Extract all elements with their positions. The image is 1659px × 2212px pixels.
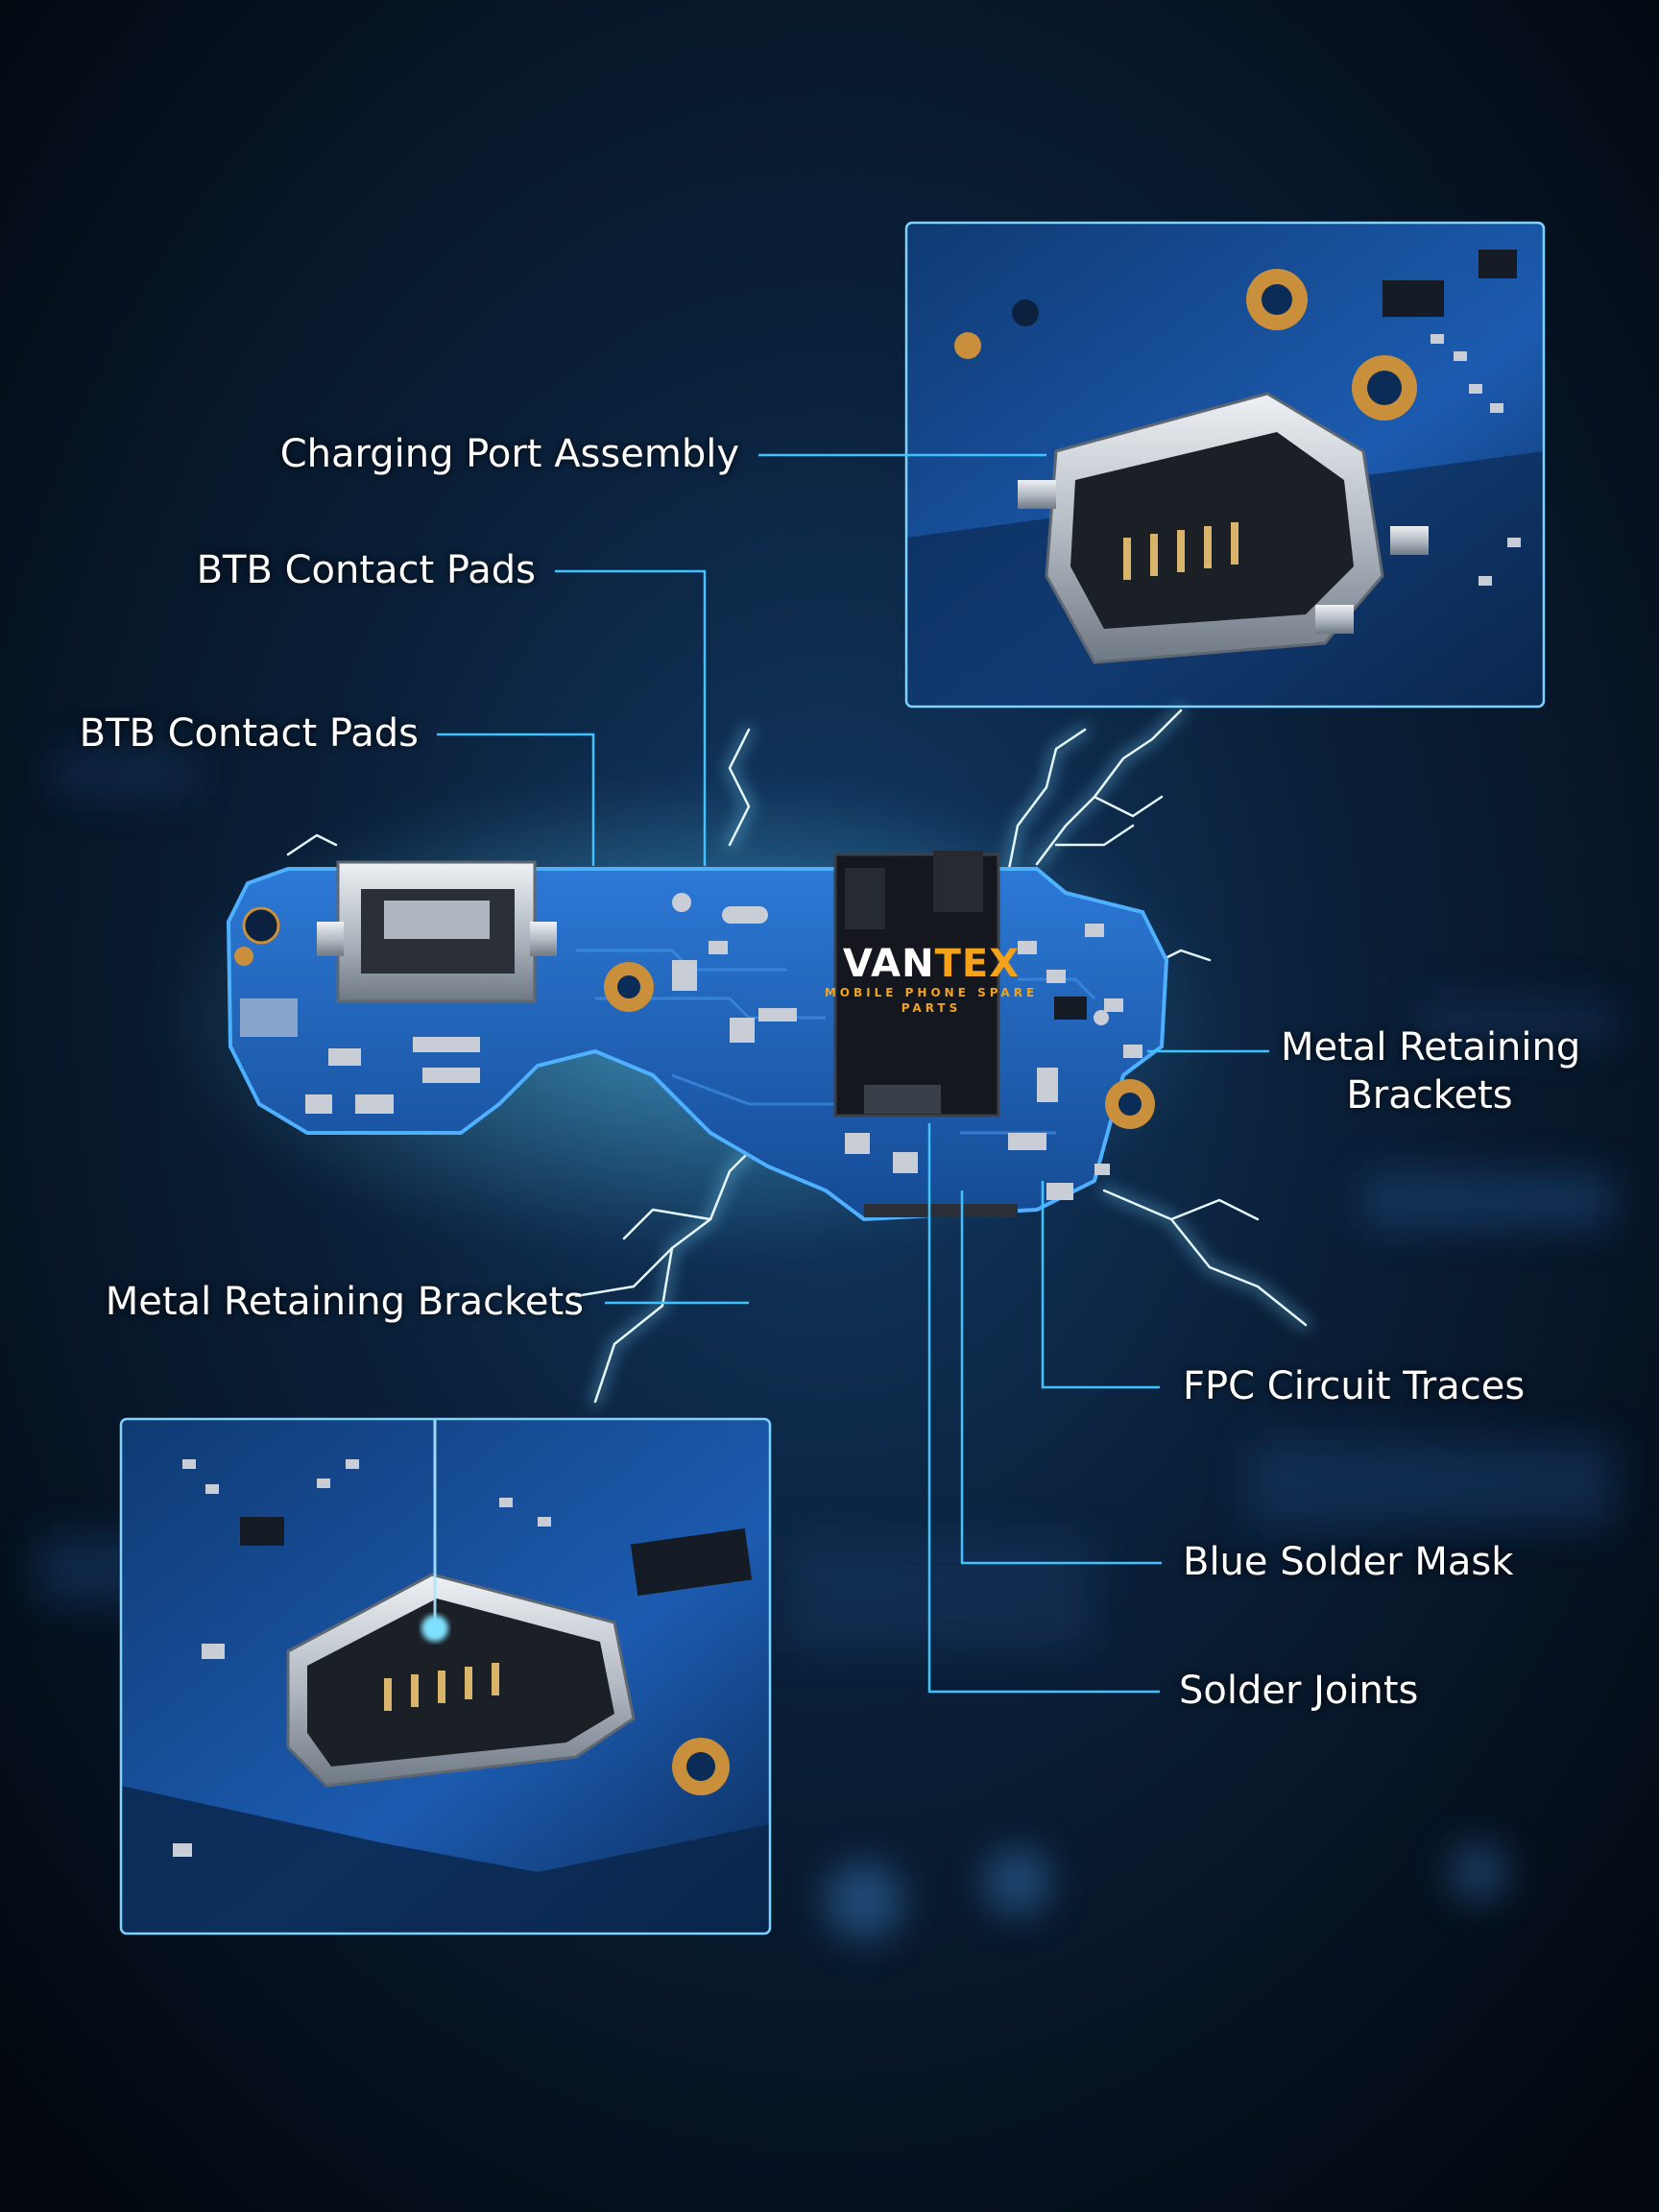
brand-tagline: MOBILE PHONE SPARE PARTS bbox=[824, 986, 1039, 1015]
label-charging-port-assembly: Charging Port Assembly bbox=[279, 432, 739, 476]
leader-btb-lower bbox=[437, 733, 595, 866]
inset-top-right bbox=[904, 221, 1546, 709]
lightning bbox=[286, 706, 1310, 1407]
label-metal-right-line1: Metal Retaining bbox=[1281, 1025, 1581, 1070]
label-btb-contact-pads-lower: BTB Contact Pads bbox=[79, 711, 419, 756]
brand-name-white: VAN bbox=[842, 942, 935, 986]
leader-btb-upper bbox=[555, 569, 707, 866]
label-metal-retaining-brackets-left: Metal Retaining Brackets bbox=[105, 1280, 584, 1324]
leader-solder-mask bbox=[960, 1190, 1162, 1565]
brand-name-orange: TEX bbox=[934, 942, 1021, 986]
label-blue-solder-mask: Blue Solder Mask bbox=[1183, 1540, 1514, 1584]
label-metal-retaining-brackets-right: Metal Retaining Brackets bbox=[1281, 1023, 1581, 1119]
leader-solder-joints bbox=[927, 1123, 1160, 1694]
brand-logo: VANTEX MOBILE PHONE SPARE PARTS bbox=[797, 943, 1066, 1016]
label-metal-right-line2: Brackets bbox=[1346, 1073, 1513, 1118]
leader-fpc-traces bbox=[1041, 1181, 1160, 1389]
label-btb-contact-pads-upper: BTB Contact Pads bbox=[196, 548, 536, 592]
brand-name: VANTEX bbox=[797, 943, 1066, 985]
pcb-board bbox=[226, 851, 1169, 1222]
label-fpc-circuit-traces: FPC Circuit Traces bbox=[1183, 1364, 1526, 1408]
label-solder-joints: Solder Joints bbox=[1179, 1669, 1419, 1713]
leader-lines bbox=[437, 453, 1269, 1694]
inset-bottom-left bbox=[119, 1417, 772, 1936]
